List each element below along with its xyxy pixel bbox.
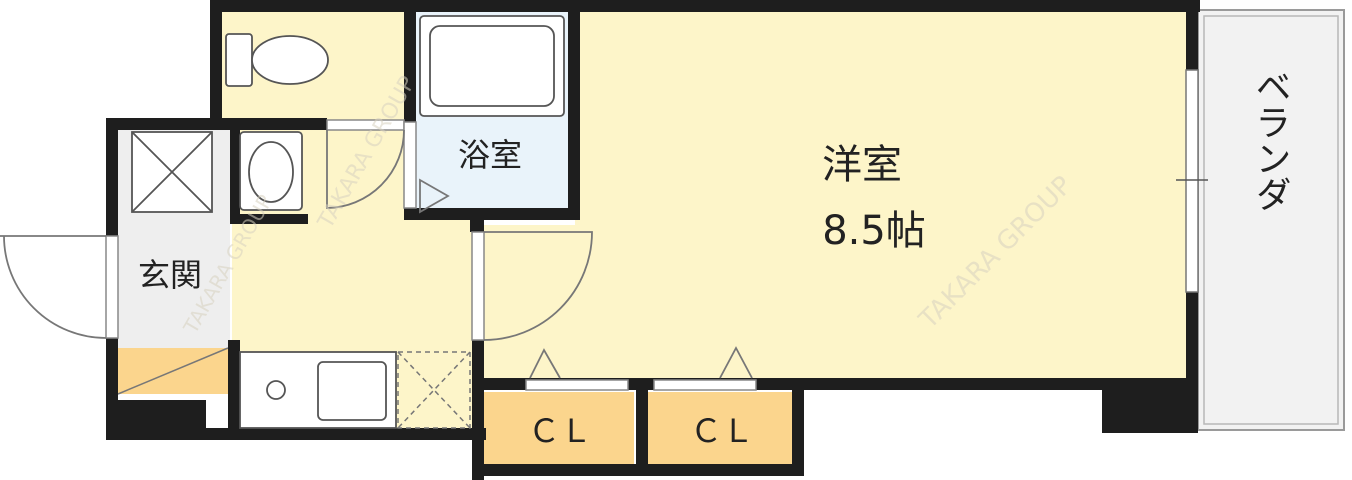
toilet-icon [225, 33, 329, 87]
room-labels: 洋室 8.5帖 浴室 玄関 ＣＬ ＣＬ ベランダ [138, 68, 1291, 450]
western-room-size: 8.5帖 [822, 208, 926, 254]
western-room-floor [575, 10, 1190, 382]
balcony-label: ベランダ [1250, 68, 1291, 212]
closet-1-floor [484, 392, 634, 464]
kitchen-sink-icon [239, 351, 397, 429]
western-room-label: 洋室 [822, 142, 902, 188]
entrance-label: 玄関 [138, 256, 202, 294]
refrigerator-space-icon [397, 351, 471, 429]
hallway-floor [232, 210, 477, 350]
bathtub-icon [419, 15, 565, 117]
passage-floor [470, 225, 580, 385]
balcony-floor [1197, 9, 1345, 431]
closet-2-label: ＣＬ [690, 412, 754, 450]
shoe-cabinet-icon [131, 131, 213, 213]
bathroom-label: 浴室 [458, 136, 522, 174]
washbasin-icon [239, 131, 303, 211]
openings [105, 69, 1208, 391]
closet-1-label: ＣＬ [528, 412, 592, 450]
door-swings [0, 129, 753, 379]
closet-2-floor [648, 392, 798, 464]
